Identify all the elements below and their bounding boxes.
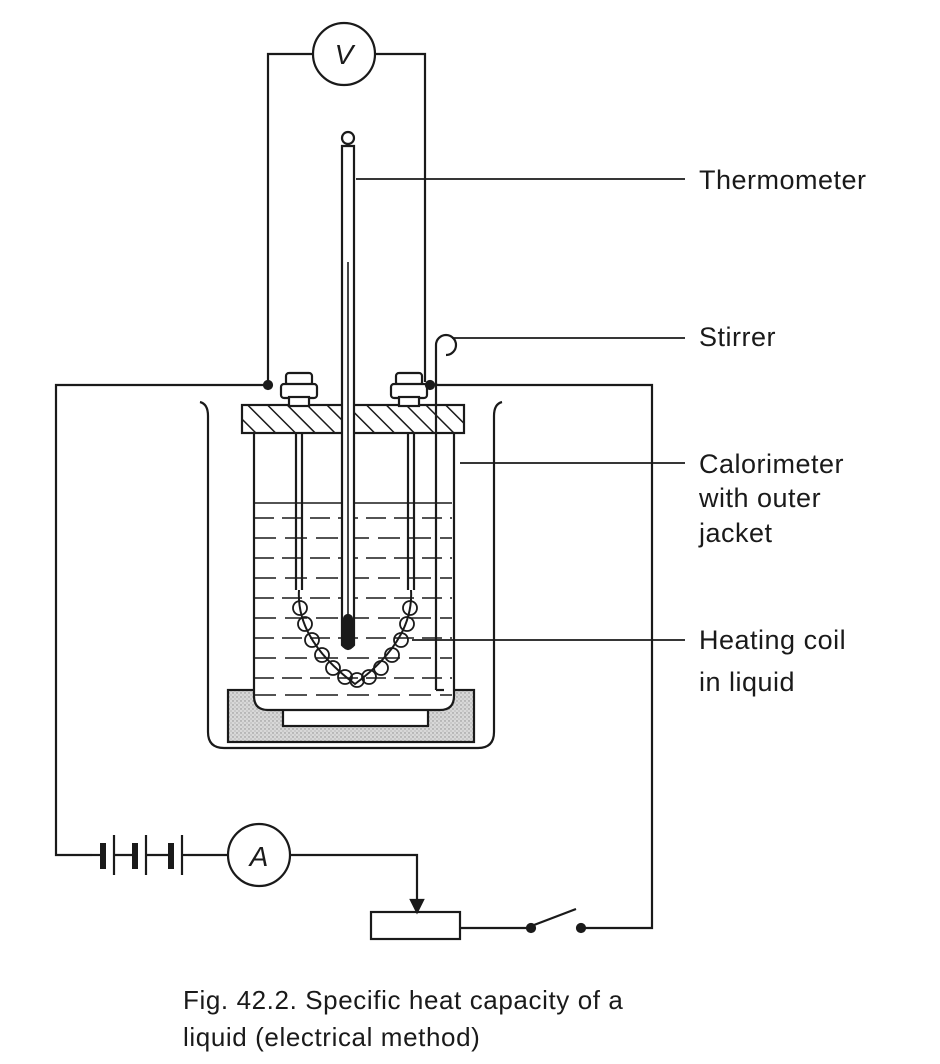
thermometer-label: Thermometer (699, 165, 867, 195)
voltmeter-label: V (335, 39, 356, 70)
caption-line-2: liquid (electrical method) (183, 1022, 481, 1052)
switch-contact-right (575, 922, 587, 934)
battery (92, 835, 188, 875)
calorimeter-label-line3: jacket (698, 518, 773, 548)
caption-line-1: Fig. 42.2. Specific heat capacity of a (183, 985, 624, 1015)
base-slab (281, 707, 430, 728)
outer-jacket (199, 400, 503, 750)
heater-leads (294, 433, 416, 590)
calorimeter-label-line1: Calorimeter (699, 449, 844, 479)
heating-coil-label-line2: in liquid (699, 667, 795, 697)
leader-lines (356, 178, 685, 641)
heating-coil-label-line1: Heating coil (699, 625, 846, 655)
figure-caption: Fig. 42.2. Specific heat capacity of a l… (183, 982, 903, 1056)
thermometer (340, 130, 356, 651)
heating-coil (297, 589, 413, 686)
rheostat (369, 910, 462, 941)
right-terminal (389, 371, 429, 408)
heating-coil-loops (292, 600, 418, 688)
left-terminal (279, 371, 319, 408)
ammeter (226, 822, 292, 888)
voltmeter-circuit (266, 21, 427, 382)
rheostat-slider-arrow (409, 898, 425, 915)
switch-contact-left (525, 922, 537, 934)
calorimeter-label-line2: with outer (698, 483, 821, 513)
stirrer-label: Stirrer (699, 322, 776, 352)
ammeter-label: A (248, 841, 269, 872)
